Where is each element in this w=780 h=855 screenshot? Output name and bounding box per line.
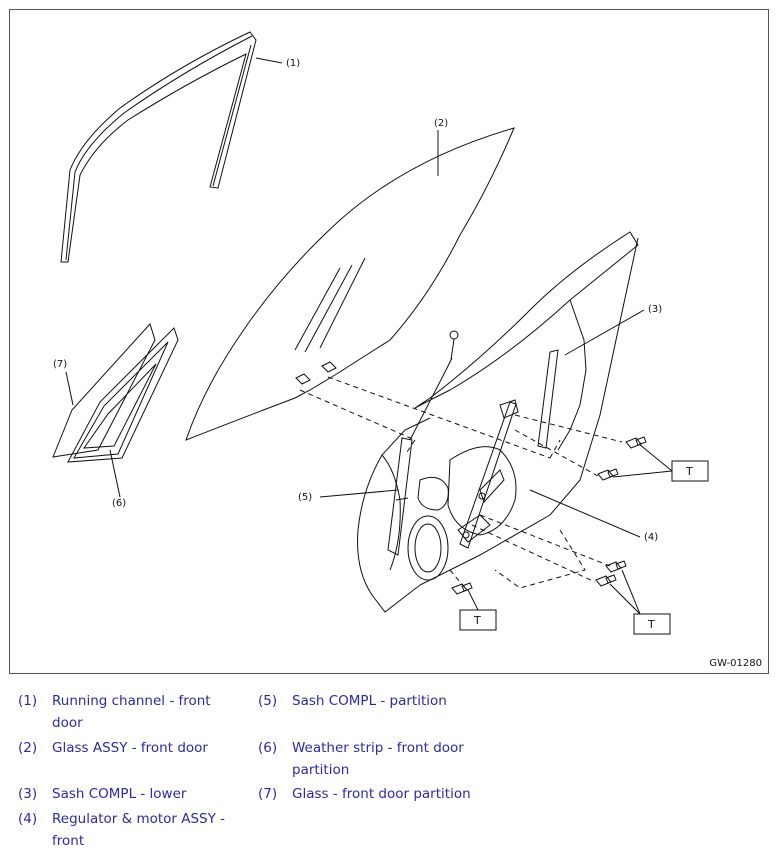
- legend-number: (1): [18, 693, 38, 709]
- partition-weather-strip-part: [67, 327, 179, 463]
- legend-number: (2): [18, 740, 38, 756]
- door-panel-assembly: [357, 231, 639, 613]
- exploded-view-diagram: (1) (2) (3) (4) (5) (6) (7) T T T: [52, 31, 709, 635]
- running-channel-part: [60, 31, 257, 263]
- legend-text: Regulator & motor ASSY - front: [52, 811, 226, 849]
- parts-legend: (1) Running channel - front door (2) Gla…: [0, 682, 780, 855]
- legend-text: Glass ASSY - front door: [52, 740, 208, 756]
- legend-text: Sash COMPL - lower: [52, 786, 187, 802]
- partition-glass-part: [52, 323, 156, 458]
- torque-box-3: T: [633, 613, 671, 635]
- figure-id: GW-01280: [709, 658, 762, 669]
- callout-6: (6): [112, 498, 126, 509]
- callout-4: (4): [644, 532, 658, 543]
- callout-1: (1): [286, 58, 300, 69]
- legend-number: (7): [258, 786, 278, 802]
- leader-lines: [65, 57, 673, 615]
- legend-number: (3): [18, 786, 38, 802]
- callout-7: (7): [53, 359, 67, 370]
- bolt-group: [451, 436, 647, 595]
- legend-number: (4): [18, 811, 38, 827]
- legend-number: (6): [258, 740, 278, 756]
- legend-text: Running channel - front door: [52, 693, 211, 731]
- svg-text:T: T: [685, 465, 693, 478]
- torque-box-2: T: [459, 609, 497, 631]
- door-glass-part: [185, 127, 515, 441]
- diagram-frame: (1) (2) (3) (4) (5) (6) (7) T T T GW-012…: [9, 9, 769, 674]
- legend-text: Glass - front door partition: [292, 786, 471, 802]
- legend-text: Sash COMPL - partition: [292, 693, 447, 709]
- alignment-lines: [299, 376, 623, 589]
- callout-3: (3): [648, 304, 662, 315]
- svg-text:T: T: [647, 618, 655, 631]
- legend-text: Weather strip - front door partition: [292, 740, 464, 778]
- callout-5: (5): [298, 492, 312, 503]
- callout-2: (2): [434, 118, 448, 129]
- svg-text:T: T: [473, 614, 481, 627]
- torque-box-1: T: [671, 460, 709, 482]
- legend-number: (5): [258, 693, 278, 709]
